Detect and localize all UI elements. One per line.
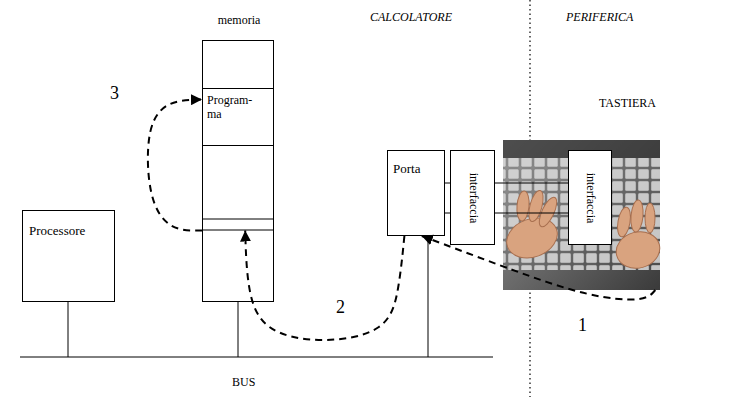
wire (495, 183, 568, 184)
region-label: CALCOLATORE (370, 10, 452, 25)
program-area: Program- ma (202, 88, 274, 146)
region-label: PERIFERICA (566, 10, 633, 25)
callout-number: 1 (576, 316, 589, 336)
node-label: interfaccia (465, 172, 480, 223)
memory-cell (202, 219, 274, 220)
keyboard-area: TASTIERAinterfaccia (503, 140, 660, 290)
callout-number: 2 (334, 298, 347, 318)
node-heading: TASTIERA (599, 96, 656, 111)
flow-arrow (422, 236, 655, 300)
finger (630, 200, 645, 233)
memory-cell (202, 230, 274, 231)
node-label: Porta (388, 151, 420, 177)
bus-line (20, 357, 493, 358)
keyboard-photo (501, 140, 664, 290)
flow-arrow (148, 100, 202, 231)
node-label: Program- ma (203, 89, 265, 121)
finger (645, 203, 655, 233)
memory-column: memoriaProgram- ma (202, 40, 274, 302)
port-box: Porta (387, 150, 445, 236)
bus-label: BUS (232, 375, 255, 390)
interface-box: interfaccia (568, 150, 612, 245)
node-label: interfaccia (583, 172, 598, 223)
bus-stub (428, 236, 429, 357)
node-heading: memoria (203, 13, 275, 28)
finger (615, 206, 632, 238)
node-label: Processore (23, 211, 85, 239)
bus-stub (68, 302, 69, 357)
finger (516, 191, 531, 222)
processor-box: Processore (22, 210, 115, 302)
callout-number: 3 (108, 84, 121, 104)
interface-box: interfaccia (450, 150, 495, 245)
bus-stub (238, 302, 239, 357)
wire (495, 213, 568, 214)
flow-arrow (245, 230, 404, 340)
